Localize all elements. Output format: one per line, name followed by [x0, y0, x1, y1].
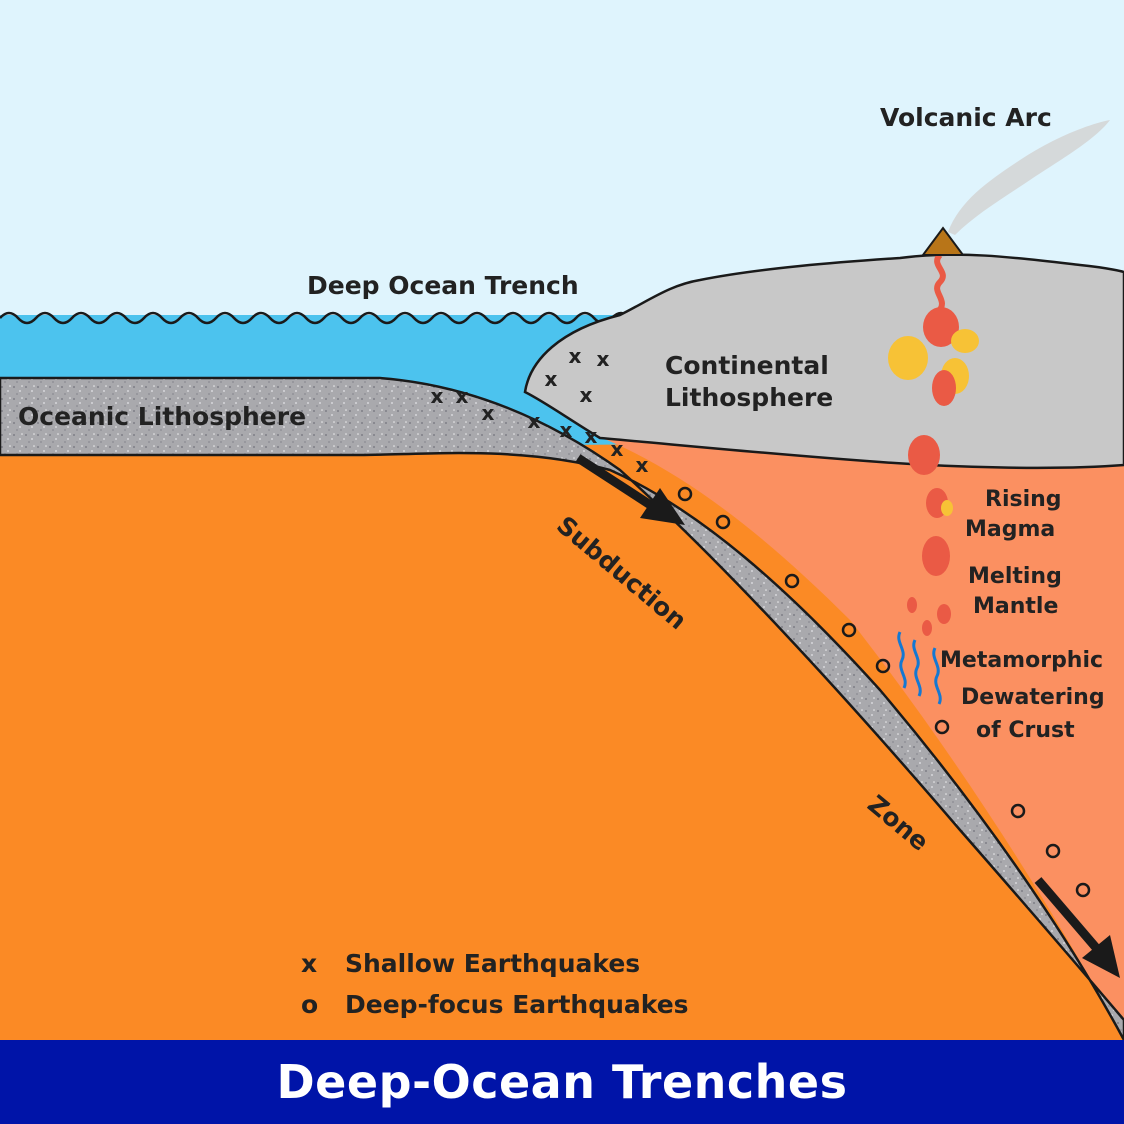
subduction-arrow-upper: [575, 454, 685, 525]
svg-text:x: x: [569, 344, 582, 368]
title-bar: Deep-Ocean Trenches: [0, 1040, 1124, 1124]
magma-blobs: [888, 307, 979, 636]
label-continental-line2: Lithosphere: [665, 383, 833, 412]
svg-text:x: x: [636, 453, 649, 477]
svg-text:x: x: [456, 384, 469, 408]
label-deep-ocean-trench: Deep Ocean Trench: [307, 271, 579, 300]
legend-shallow-symbol: x: [301, 949, 317, 978]
label-volcanic-arc: Volcanic Arc: [880, 103, 1052, 132]
volcanic-plume: [948, 120, 1110, 235]
oceanic-lithosphere-slab: [0, 376, 1124, 1041]
mantle-wedge: [600, 437, 1124, 1040]
svg-text:x: x: [597, 347, 610, 371]
legend-deep-label: Deep-focus Earthquakes: [345, 990, 689, 1019]
subduction-arrow-lower: [1034, 877, 1120, 978]
svg-text:x: x: [431, 384, 444, 408]
volcano: [921, 226, 965, 256]
ocean-surface-waves: [0, 311, 649, 325]
dewatering-squiggles: [897, 631, 942, 705]
legend-deep-symbol: o: [301, 990, 318, 1019]
label-continental-line1: Continental: [665, 351, 829, 380]
deep-earthquakes: [677, 486, 1091, 898]
svg-text:x: x: [580, 383, 593, 407]
svg-text:x: x: [611, 437, 624, 461]
label-melting-line1: Melting: [968, 564, 1062, 589]
label-rising-line1: Rising: [985, 487, 1062, 512]
label-metamorphic-line2: Dewatering: [961, 685, 1105, 710]
legend-shallow-label: Shallow Earthquakes: [345, 949, 640, 978]
svg-text:x: x: [585, 424, 598, 448]
svg-text:x: x: [528, 409, 541, 433]
label-melting-line2: Mantle: [973, 594, 1058, 619]
label-metamorphic-line1: Metamorphic: [940, 648, 1103, 673]
continental-lithosphere: [523, 253, 1124, 470]
svg-text:x: x: [560, 418, 573, 442]
magma-conduit: [934, 252, 946, 315]
label-rising-line2: Magma: [965, 517, 1055, 542]
svg-text:x: x: [482, 401, 495, 425]
svg-text:x: x: [545, 367, 558, 391]
label-metamorphic-line3: of Crust: [976, 718, 1075, 743]
page-title: Deep-Ocean Trenches: [276, 1055, 848, 1109]
legend: x Shallow Earthquakes o Deep-focus Earth…: [301, 949, 689, 1019]
label-oceanic-lithosphere: Oceanic Lithosphere: [18, 402, 306, 431]
